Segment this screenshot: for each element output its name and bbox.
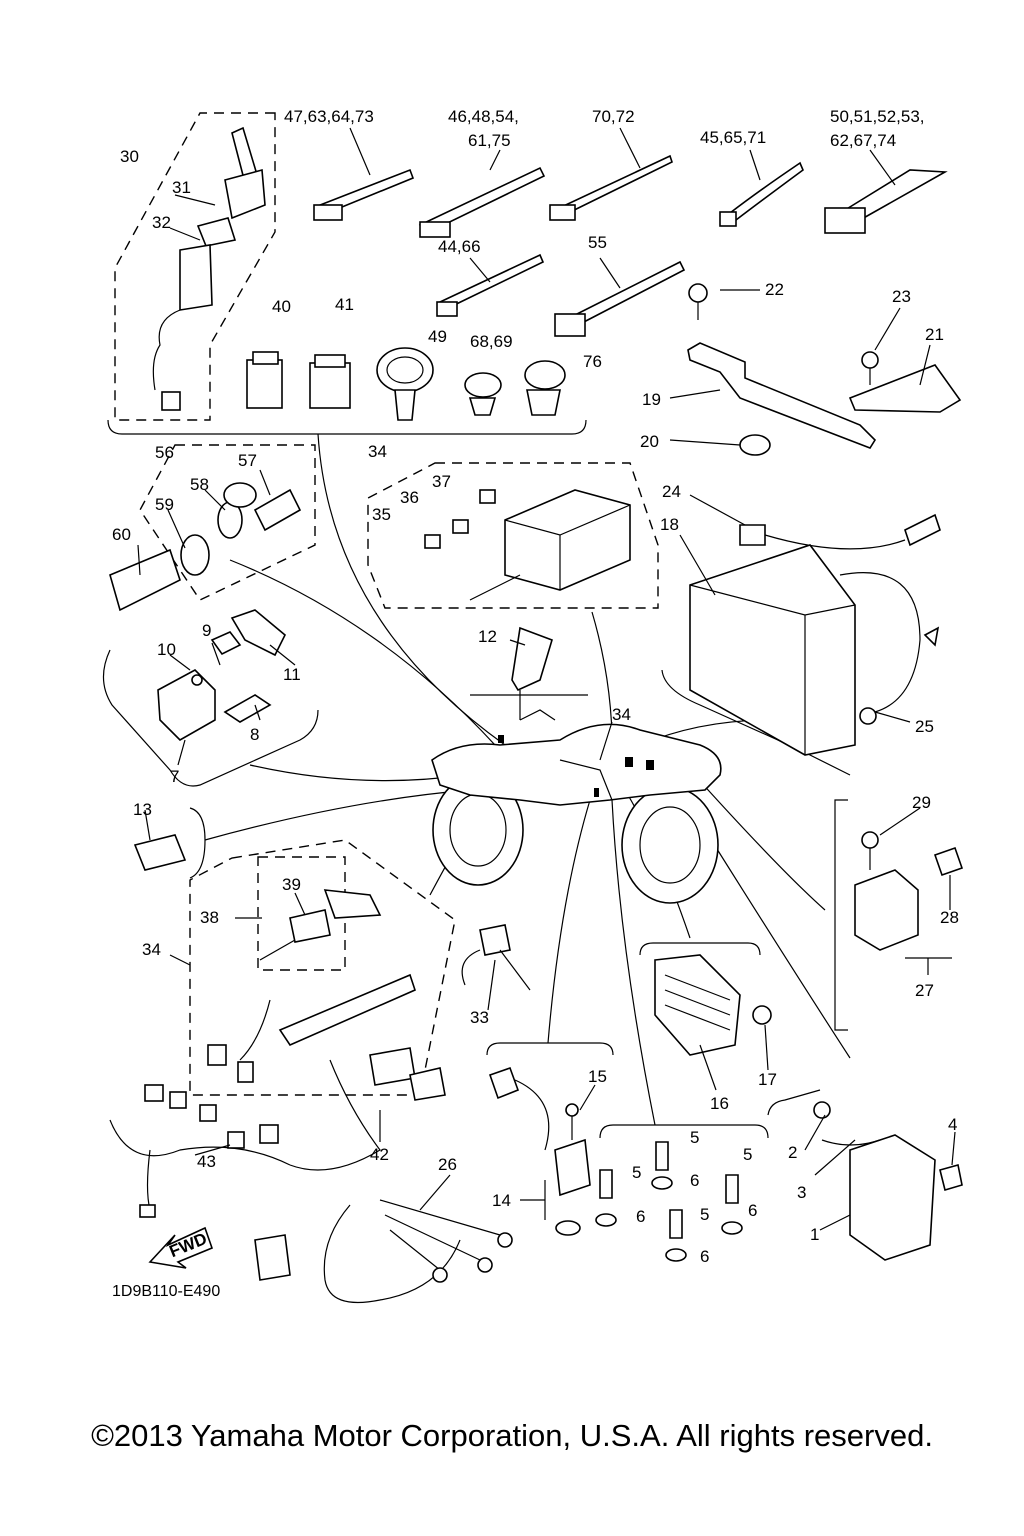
callout-24: 24 [662, 482, 681, 501]
ignition-coil-icon [157, 609, 553, 741]
neutral-switch-icon [133, 834, 187, 871]
callout-41: 41 [335, 295, 354, 314]
callout-11: 11 [283, 665, 301, 684]
callout-18: 18 [660, 515, 679, 534]
fuse-box-group-outline [367, 462, 659, 609]
copyright-notice: ©2013 Yamaha Motor Corporation, U.S.A. A… [91, 1418, 933, 1453]
callout-6d: 6 [700, 1247, 709, 1266]
callout-8: 8 [250, 725, 259, 744]
callout-76: 76 [583, 352, 602, 371]
callout-68: 68,69 [470, 332, 513, 351]
callout-50b: 62,67,74 [830, 131, 896, 150]
callout-56: 56 [155, 443, 174, 462]
callout-17: 17 [758, 1070, 777, 1089]
callout-21: 21 [925, 325, 944, 344]
callout-42: 42 [370, 1145, 389, 1164]
forward-arrow-icon: FWD [148, 1226, 214, 1269]
starter-relay-icon [854, 831, 964, 951]
fuse-box-icon [424, 489, 631, 601]
callout-22: 22 [765, 280, 784, 299]
relay-group-bracket [834, 799, 848, 1031]
callout-34-wire: 34 [142, 940, 161, 959]
accessory-socket-icon [109, 482, 302, 612]
callout-15: 15 [588, 1067, 607, 1086]
battery-icon [689, 513, 941, 756]
cable-tie-icons [313, 154, 948, 337]
wire-harness-icon [207, 889, 531, 1083]
callout-44: 44,66 [438, 237, 481, 256]
callout-1: 1 [810, 1225, 819, 1244]
callout-25: 25 [915, 717, 934, 736]
callout-55: 55 [588, 233, 607, 252]
callout-labels: 30 31 32 47,63,64,73 46,48,54, 61,75 70,… [112, 107, 959, 1266]
callout-5b: 5 [632, 1163, 641, 1182]
cdi-unit-icon [813, 1101, 963, 1261]
callout-20: 20 [640, 432, 659, 451]
callout-37: 37 [432, 472, 451, 491]
speed-sensor-icon [488, 1066, 591, 1236]
coil-group-bracket [102, 649, 319, 787]
callout-4: 4 [948, 1115, 957, 1134]
callout-5d: 5 [700, 1205, 709, 1224]
callout-26: 26 [438, 1155, 457, 1174]
callout-39: 39 [282, 875, 301, 894]
callout-34-fusebox: 34 [368, 442, 387, 461]
callout-32: 32 [152, 213, 171, 232]
callout-10: 10 [157, 640, 176, 659]
callout-50a: 50,51,52,53, [830, 107, 925, 126]
callout-40: 40 [272, 297, 291, 316]
callout-38: 38 [200, 908, 219, 927]
callout-70: 70,72 [592, 107, 635, 126]
callout-leaders [137, 127, 956, 1231]
callout-6b: 6 [636, 1207, 645, 1226]
callout-34-harness: 34 [612, 705, 631, 724]
sensor-group-brackets [189, 694, 821, 1139]
callout-43: 43 [197, 1152, 216, 1171]
callout-47: 47,63,64,73 [284, 107, 374, 126]
main-switch-group-outline [107, 112, 587, 435]
callout-31: 31 [172, 178, 191, 197]
wire-harness-sub-group-outline [189, 839, 456, 1096]
callout-5a: 5 [690, 1128, 699, 1147]
battery-bracket-icon [687, 283, 962, 456]
callout-45: 45,65,71 [700, 128, 766, 147]
callout-7: 7 [170, 767, 179, 786]
callout-27: 27 [915, 981, 934, 1000]
callout-36: 36 [400, 488, 419, 507]
callout-12: 12 [478, 627, 497, 646]
callout-49: 49 [428, 327, 447, 346]
callout-59: 59 [155, 495, 174, 514]
callout-19: 19 [642, 390, 661, 409]
callout-46a: 46,48,54, [448, 107, 519, 126]
battery-group-bracket [661, 669, 851, 776]
callout-29: 29 [912, 793, 931, 812]
diagram-code: 1D9B110-E490 [112, 1283, 221, 1300]
callout-16: 16 [710, 1094, 729, 1113]
main-switch-key-icon [152, 126, 266, 411]
sub-harness-icons [109, 1047, 513, 1304]
callout-30: 30 [120, 147, 139, 166]
callout-28: 28 [940, 908, 959, 927]
callout-6c: 6 [748, 1201, 757, 1220]
callout-57: 57 [238, 451, 257, 470]
callout-14: 14 [492, 1191, 511, 1210]
callout-13: 13 [133, 800, 152, 819]
callout-58: 58 [190, 475, 209, 494]
callout-5c: 5 [743, 1145, 752, 1164]
rectifier-regulator-icon [654, 954, 772, 1056]
atv-vehicle-illustration [431, 709, 722, 904]
callout-9: 9 [202, 621, 211, 640]
callout-3: 3 [797, 1183, 806, 1202]
callout-60: 60 [112, 525, 131, 544]
callout-35: 35 [372, 505, 391, 524]
callout-33: 33 [470, 1008, 489, 1027]
callout-2: 2 [788, 1143, 797, 1162]
callout-6a: 6 [690, 1171, 699, 1190]
callout-46b: 61,75 [468, 131, 511, 150]
bolt-and-washer-icons [595, 1141, 743, 1262]
callout-23: 23 [892, 287, 911, 306]
connector-and-clip-icons [246, 347, 566, 421]
